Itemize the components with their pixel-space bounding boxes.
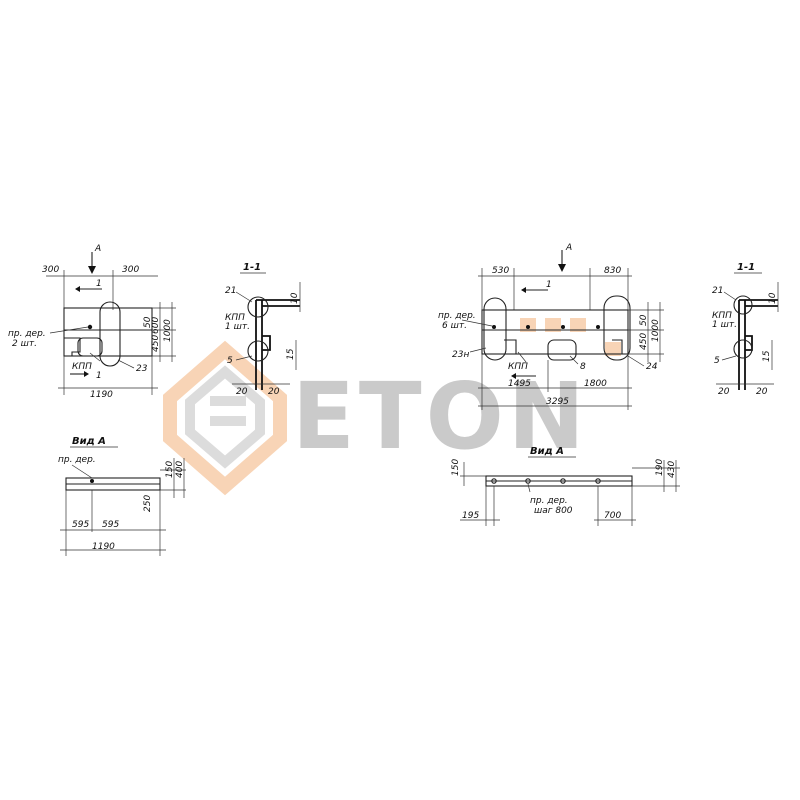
dim-300-right: 300: [122, 265, 139, 275]
view-title: Вид А: [72, 436, 106, 447]
dim-430: 430: [667, 461, 677, 478]
note-holes-1: пр. дер.: [438, 311, 476, 321]
dim-1000: 1000: [651, 319, 661, 342]
note-1: пр. дер.: [530, 496, 568, 506]
dim-150: 150: [451, 459, 461, 476]
dim-530: 530: [492, 266, 509, 276]
kpp-label: КПП: [508, 362, 528, 372]
callout-23: 23: [136, 364, 148, 374]
dim-10: 10: [290, 292, 300, 304]
dim-50: 50: [143, 316, 153, 328]
section-title: 1-1: [243, 262, 261, 273]
dim-700: 700: [604, 511, 621, 521]
section-mark: 1: [546, 280, 552, 290]
callout-23n: 23н: [452, 350, 469, 360]
left-view-a: Вид А пр. дер. 150 400 250 595 595 1190: [58, 436, 186, 556]
callout-24: 24: [646, 362, 658, 372]
dim-20-right: 20: [268, 387, 280, 397]
kpp-count: 1 шт.: [712, 320, 737, 330]
dim-1000: 1000: [163, 319, 173, 342]
section-title: 1-1: [737, 262, 755, 273]
dim-595-right: 595: [102, 520, 119, 530]
watermark: ETON: [163, 318, 621, 496]
callout-21: 21: [712, 286, 723, 296]
watermark-logo-icon: [163, 340, 287, 496]
note-holes-2: 6 шт.: [442, 321, 467, 331]
dim-150: 150: [165, 461, 175, 478]
dim-15: 15: [286, 348, 296, 360]
dim-10: 10: [768, 292, 778, 304]
arrow-a-label: A: [94, 244, 101, 254]
right-section: 1-1 21 КПП 1 шт. 5 10 15 20 20: [712, 262, 779, 397]
dim-1190: 1190: [92, 542, 115, 552]
dim-450: 450: [639, 333, 649, 350]
callout-5: 5: [227, 356, 233, 366]
dim-15: 15: [762, 350, 772, 362]
dim-50: 50: [639, 314, 649, 326]
dim-20-left: 20: [718, 387, 730, 397]
kpp-label: КПП: [712, 311, 732, 321]
dim-830: 830: [604, 266, 621, 276]
dim-195: 195: [462, 511, 479, 521]
dim-595-left: 595: [72, 520, 89, 530]
callout-8: 8: [580, 362, 586, 372]
note-holes-2: 2 шт.: [12, 339, 37, 349]
right-elevation: 530 830 A 1 пр. дер. 6 шт. 23н КПП 8 24: [438, 243, 664, 410]
left-elevation: 300 300 A 1 пр. дер. 2 шт. КПП 23 1 119: [8, 244, 176, 400]
dim-250: 250: [143, 495, 153, 512]
section-mark: 1: [96, 279, 102, 289]
dim-20-left: 20: [236, 387, 248, 397]
dim-bottom-mark: 1: [96, 371, 102, 381]
dim-400: 400: [175, 461, 185, 478]
dim-1495: 1495: [508, 379, 531, 389]
view-title: Вид А: [530, 446, 564, 457]
kpp-label: КПП: [225, 313, 245, 323]
note-holes-1: пр. дер.: [8, 329, 46, 339]
callout-21: 21: [225, 286, 236, 296]
dim-3295: 3295: [546, 397, 569, 407]
callout-5: 5: [714, 356, 720, 366]
kpp-count: 1 шт.: [225, 322, 250, 332]
right-view-a: Вид А 150 190 430 195 пр. дер. шаг 800 7…: [451, 446, 680, 526]
dim-1190: 1190: [90, 390, 113, 400]
dim-300-left: 300: [42, 265, 59, 275]
left-section: 1-1 21 КПП 1 шт. 5 10 15 20 20: [225, 262, 301, 397]
kpp-label: КПП: [72, 362, 92, 372]
dim-20-right: 20: [756, 387, 768, 397]
dim-190: 190: [655, 459, 665, 476]
dim-600: 600: [151, 317, 161, 334]
arrow-a-label: A: [565, 243, 572, 253]
watermark-brand: ETON: [292, 363, 589, 470]
dim-1800: 1800: [584, 379, 607, 389]
note-2: шаг 800: [534, 506, 573, 516]
note: пр. дер.: [58, 455, 96, 465]
dim-450: 450: [151, 335, 161, 352]
